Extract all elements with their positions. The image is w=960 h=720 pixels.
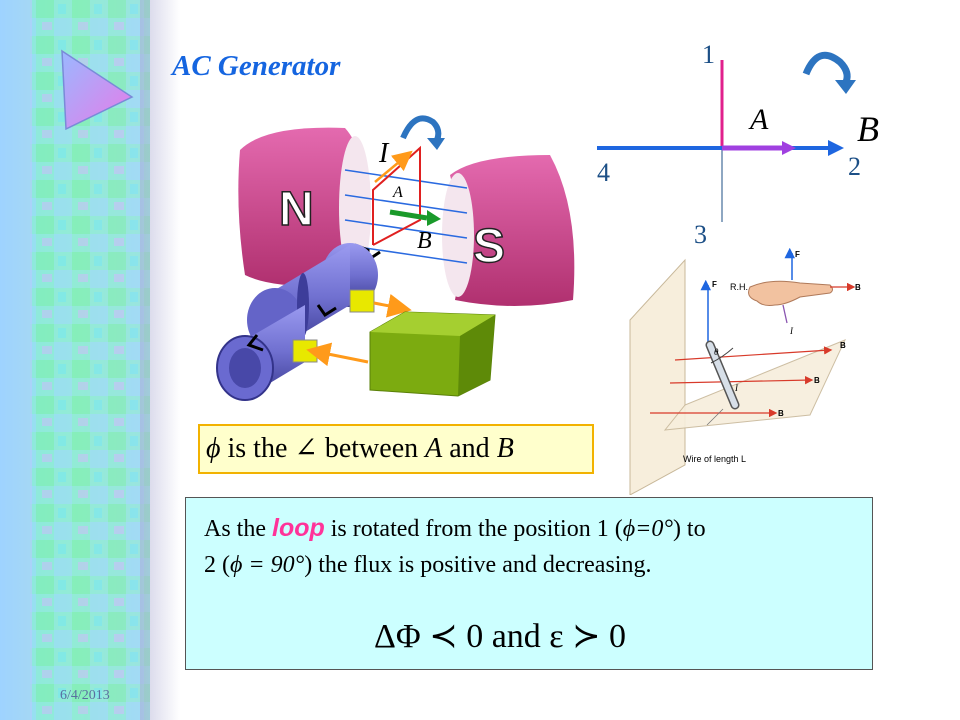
south-magnet <box>450 155 575 306</box>
line1-start: As the <box>204 516 272 542</box>
force-label-wire: F <box>712 280 717 289</box>
right-hand-rule-figure: F R.H. B I F θ B B B I Wire of length L <box>629 247 861 495</box>
phi-and: and <box>442 433 497 464</box>
explanation-box: As the loop is rotated from the position… <box>185 497 873 670</box>
i-label-hand: I <box>789 326 794 336</box>
phi-var-a: A <box>425 433 443 464</box>
generator-figure: N S I A B <box>216 115 575 401</box>
phi-definition-box: ϕ is the ∠ between A and B <box>198 424 594 474</box>
b-vector-arrowhead <box>828 140 844 156</box>
b-label-2: B <box>814 376 820 385</box>
a-vector-arrowhead <box>782 141 796 155</box>
theta-label: θ <box>714 347 719 357</box>
vector-a-label: A <box>750 103 769 136</box>
current-arrow <box>374 150 413 183</box>
rotation-arrow-icon <box>400 115 442 142</box>
area-label: A <box>392 184 403 201</box>
slide-title: AC Generator <box>172 50 341 82</box>
phi-text-1: is the ∠ between <box>220 433 426 464</box>
i-label-wire: I <box>734 383 739 393</box>
position-2-label: 2 <box>848 152 861 181</box>
rotation-arrow-icon-2 <box>802 51 851 84</box>
strip-fade <box>140 0 180 720</box>
position-diagram <box>597 51 856 222</box>
slide-date: 6/4/2013 <box>60 688 110 703</box>
south-pole-label: S <box>473 220 505 273</box>
line2-end: ) the flux is positive and decreasing. <box>304 552 652 578</box>
north-magnet <box>238 127 365 287</box>
wire-caption: Wire of length L <box>683 454 746 464</box>
field-label: B <box>417 228 432 254</box>
explanation-line-1: As the loop is rotated from the position… <box>204 514 706 543</box>
phi-eq-90: ϕ = 90° <box>230 552 305 578</box>
current-label: I <box>378 138 390 169</box>
position-1-label: 1 <box>702 40 715 69</box>
phi-var-b: B <box>496 433 514 464</box>
vector-b-label: B <box>857 109 879 149</box>
position-4-label: 4 <box>597 158 610 187</box>
flux-emf-equation: ΔΦ ≺ 0 and ε ≻ 0 <box>374 618 627 655</box>
position-3-label: 3 <box>694 220 707 249</box>
b-label-hand: B <box>855 283 861 292</box>
line1-end: ) to <box>672 516 706 542</box>
b-label-3: B <box>778 409 784 418</box>
area-vector-arrow <box>389 209 428 221</box>
rh-label: R.H. <box>730 282 748 292</box>
explanation-line-2: 2 (ϕ = 90°) the flux is positive and dec… <box>204 552 651 579</box>
line1-mid: is rotated from the position 1 ( <box>324 516 623 542</box>
line2-start: 2 ( <box>204 552 230 578</box>
loop-word: loop <box>272 514 325 542</box>
north-pole-label: N <box>279 183 314 236</box>
b-label-1: B <box>840 341 846 350</box>
force-label-top: F <box>795 250 800 259</box>
phi-eq-zero: ϕ=0° <box>622 516 673 542</box>
decorative-triangle <box>61 49 134 131</box>
phi-symbol: ϕ <box>206 433 221 464</box>
